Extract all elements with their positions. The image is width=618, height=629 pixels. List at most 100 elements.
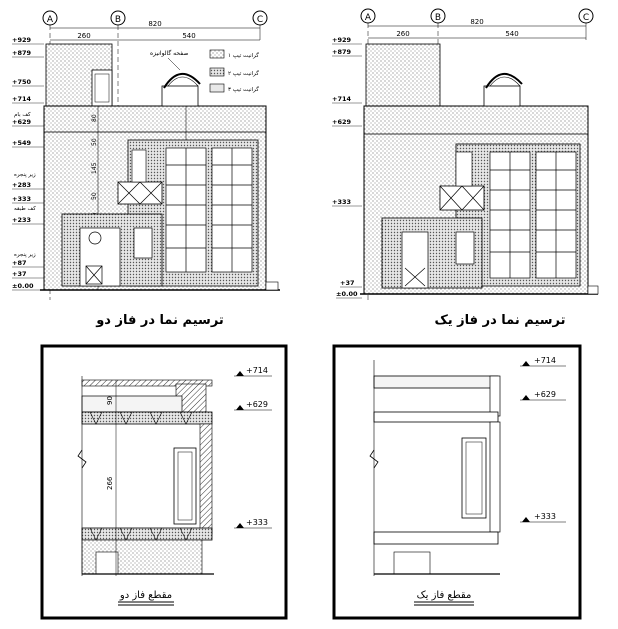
window-in-section xyxy=(461,437,487,519)
galvanized-canopy xyxy=(485,73,523,89)
dim-left: 260 xyxy=(77,32,90,40)
balcony-railing xyxy=(439,185,485,211)
vertical-dim: 80 xyxy=(91,114,98,122)
balcony-door xyxy=(455,151,473,187)
level-label: +879 xyxy=(332,48,351,56)
level-label: +629 xyxy=(332,118,351,126)
caption-section-one: مقطع فاز یک xyxy=(417,590,472,601)
floor-slab xyxy=(81,411,213,425)
level-labels: +929 +879 +750 +714 کف بام +629 +549 زیر… xyxy=(12,36,36,290)
level-label: +333 xyxy=(246,518,268,527)
canopy-base xyxy=(483,85,521,107)
level-label: +929 xyxy=(12,36,31,44)
level-label: +283 xyxy=(12,181,31,189)
elevation-phase-two: A B C 820 260 540 +929 +879 +750 +714 کف… xyxy=(12,10,280,300)
section-frame xyxy=(40,344,288,620)
grid-axis-b: B xyxy=(110,10,126,140)
canopy-base xyxy=(161,85,199,107)
level-label: ±0.00 xyxy=(336,290,358,298)
floor-slab xyxy=(81,527,213,541)
balcony-door xyxy=(131,149,147,183)
grid-label-a: A xyxy=(365,13,372,23)
window-left xyxy=(165,147,207,273)
vertical-dim: 90 xyxy=(106,396,114,405)
legend-swatch xyxy=(209,67,225,77)
window-left xyxy=(489,151,531,279)
floor-slab xyxy=(373,411,499,423)
parapet xyxy=(489,375,501,417)
level-label: +87 xyxy=(12,259,27,267)
roof-slab xyxy=(81,395,183,413)
legend-swatch xyxy=(209,83,225,93)
galvanized-canopy xyxy=(163,73,201,89)
wall-section xyxy=(199,423,213,535)
level-markers: +714 +629 +333 xyxy=(520,356,566,523)
level-markers: +714 +629 +333 xyxy=(234,366,272,529)
entry-door xyxy=(401,231,429,289)
level-label: +333 xyxy=(534,512,556,521)
level-label: +333 xyxy=(332,198,351,206)
grid-axis-c: C xyxy=(578,8,594,40)
callout-galvanized-sheet: صفحه گالوانیزه xyxy=(150,49,188,57)
caption-elevation-one: ترسیم نما در فاز یک xyxy=(434,313,565,328)
window-in-section xyxy=(173,447,197,525)
ground-window xyxy=(455,231,475,265)
section-phase-one: +714 +629 +333 مقطع فاز یک xyxy=(332,344,582,620)
grid-label-c: C xyxy=(257,15,263,25)
elevation-phase-one: A B C 820 260 540 +929 +879 +714 +629 +3… xyxy=(332,8,599,300)
level-note: کف طبقه xyxy=(14,205,36,212)
level-label: +629 xyxy=(246,400,268,409)
level-label: +629 xyxy=(534,390,556,399)
vertical-dim: 266 xyxy=(106,476,114,490)
grid-label-b: B xyxy=(115,15,121,25)
level-label: +549 xyxy=(12,139,31,147)
window-right xyxy=(535,151,577,279)
dim-left: 260 xyxy=(396,30,409,38)
level-label: +714 xyxy=(534,356,556,365)
level-label: +333 xyxy=(12,195,31,203)
level-label: ±0.00 xyxy=(12,282,34,290)
steps xyxy=(265,281,279,291)
stair-tower xyxy=(365,43,441,107)
level-label: +37 xyxy=(340,279,355,287)
level-note: زیر پنجره xyxy=(14,172,36,178)
legend-item: گرانیت تیپ ۱ xyxy=(228,52,259,59)
grid-axis-c: C xyxy=(252,10,268,40)
level-label: +714 xyxy=(246,366,268,375)
steps xyxy=(587,285,599,295)
level-label: +629 xyxy=(12,118,31,126)
level-label: +879 xyxy=(12,49,31,57)
legend-swatch xyxy=(209,49,225,59)
grid-axis-b: B xyxy=(430,8,446,140)
level-label: +750 xyxy=(12,78,31,86)
level-label: +233 xyxy=(12,216,31,224)
dim-right: 540 xyxy=(505,30,518,38)
vertical-dim: 145 xyxy=(91,162,98,174)
break-line xyxy=(369,449,379,469)
grid-label-b: B xyxy=(435,13,441,23)
vertical-dim: 50 xyxy=(91,192,98,200)
section-phase-two: +714 +629 +333 90 266 مقطع فاز دو xyxy=(40,344,288,620)
level-label: +929 xyxy=(332,36,351,44)
legend-item: گرانیت تیپ ۳ xyxy=(228,86,259,93)
caption-elevation-two: ترسیم نما در فاز دو xyxy=(95,313,224,328)
grid-label-a: A xyxy=(47,15,54,25)
level-label: +714 xyxy=(332,95,351,103)
material-legend: گرانیت تیپ ۱ گرانیت تیپ ۲ گرانیت تیپ ۳ xyxy=(209,49,259,93)
window-right xyxy=(211,147,253,273)
dim-right: 540 xyxy=(182,32,195,40)
roof-slab xyxy=(373,375,499,389)
level-note: کف بام xyxy=(14,111,31,118)
wall-section xyxy=(489,421,501,533)
ground-window xyxy=(133,227,153,259)
grid-label-c: C xyxy=(583,13,589,23)
section-frame xyxy=(332,344,582,620)
vertical-dim: 50 xyxy=(91,138,98,146)
legend-item: گرانیت تیپ ۲ xyxy=(228,70,259,77)
dim-total: 820 xyxy=(470,18,483,26)
level-label: +714 xyxy=(12,95,31,103)
caption-section-two: مقطع فاز دو xyxy=(119,590,172,601)
balcony-railing xyxy=(117,181,163,205)
level-label: +37 xyxy=(12,270,27,278)
